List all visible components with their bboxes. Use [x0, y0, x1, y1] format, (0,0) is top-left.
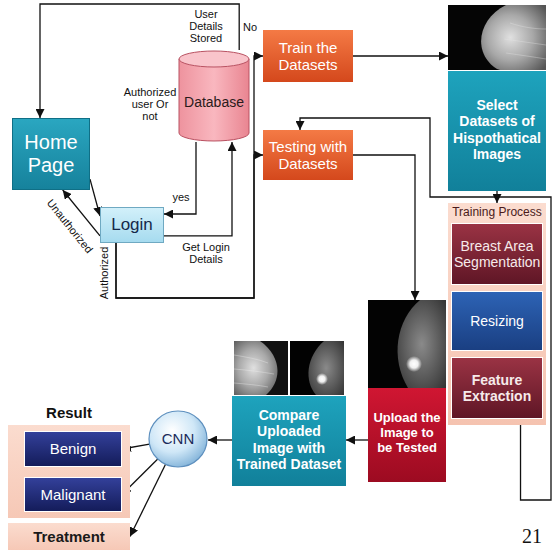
- node-text: Breast Area Segmentation: [454, 238, 540, 270]
- class-box: Benign: [24, 431, 122, 467]
- process-box: Testing with Datasets: [263, 130, 353, 180]
- node-text: Database: [181, 94, 247, 110]
- cylinder-body: [179, 59, 249, 141]
- login-box: Login: [100, 207, 164, 243]
- cnn-circle: CNN: [148, 410, 208, 468]
- step-box: Feature Extraction: [451, 357, 543, 419]
- treatment-box: Treatment: [8, 523, 130, 550]
- connector-arrow: [164, 142, 196, 214]
- connector-arrow: [208, 439, 232, 440]
- node-text: Resizing: [454, 313, 540, 329]
- edge-label: yes: [172, 191, 189, 203]
- process-box: Train the Datasets: [263, 30, 353, 82]
- node-text: Benign: [28, 440, 118, 457]
- node-text: CNN: [151, 430, 205, 447]
- node-text: Feature Extraction: [454, 372, 540, 404]
- node-text: Testing with Datasets: [266, 138, 350, 173]
- circle-shape: [149, 411, 207, 467]
- connector-arrow: [116, 56, 263, 298]
- node-text: Train the Datasets: [266, 39, 350, 74]
- node-text: Malignant: [28, 486, 118, 503]
- edge-label: Authorized: [98, 247, 110, 300]
- node-text: Compare Uploaded Image with Trained Data…: [235, 407, 343, 471]
- connector-arrow: [353, 55, 448, 56]
- connector-arrow: [130, 464, 166, 536]
- panel-title: Training Process: [448, 206, 546, 220]
- panel-heading: Result: [8, 404, 130, 421]
- connector-arrow: [164, 142, 232, 236]
- step-box: Resizing: [451, 291, 543, 351]
- step-box: Breast Area Segmentation: [451, 223, 543, 285]
- edge-label: Unauthorized: [45, 197, 96, 255]
- node-text: Home Page: [16, 131, 86, 177]
- class-box: Malignant: [24, 477, 122, 512]
- compare-box: Compare Uploaded Image with Trained Data…: [232, 340, 346, 486]
- cylinder-top: [179, 51, 249, 67]
- connector-arrow: [353, 155, 415, 300]
- note-text: User Details Stored: [178, 8, 234, 44]
- node-text: Treatment: [11, 528, 127, 545]
- node-text: Login: [104, 215, 160, 235]
- dataset-box: Select Datasets of Hispothatical Images: [448, 5, 546, 191]
- page-box: Home Page: [12, 118, 90, 190]
- note-text: Authorized user Or not: [123, 86, 177, 122]
- edge-label: No: [243, 21, 257, 33]
- training-panel: Training ProcessBreast Area Segmentation…: [448, 203, 546, 425]
- database-cylinder: Database: [178, 50, 250, 142]
- connector-arrow: [346, 439, 368, 440]
- connector-arrow: [90, 179, 100, 216]
- edge-label: Get Login Details: [175, 241, 237, 265]
- result-panel: ResultBenignMalignant: [8, 425, 130, 518]
- node-text: Select Datasets of Hispothatical Images: [451, 97, 543, 161]
- node-text: Upload the Image to be Tested: [371, 411, 443, 456]
- upload-box: Upload the Image to be Tested: [368, 300, 446, 482]
- page-number: 21: [522, 525, 542, 547]
